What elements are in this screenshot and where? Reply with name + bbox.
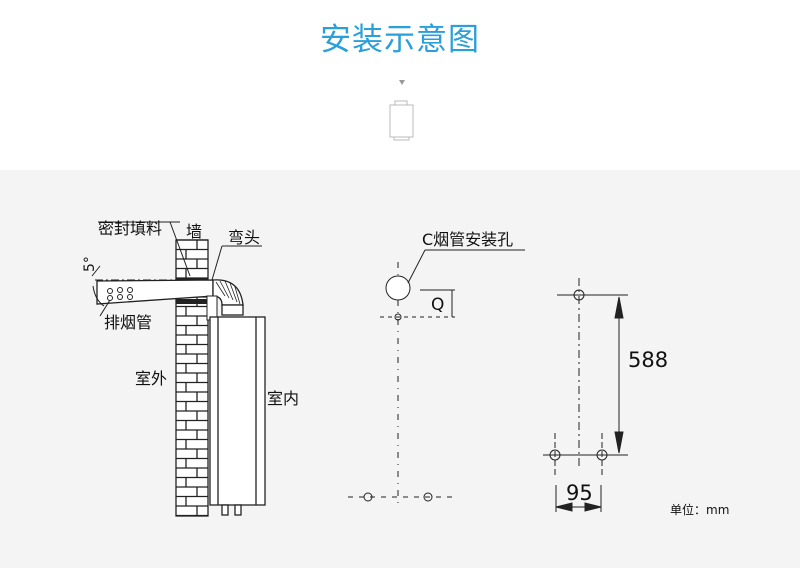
label-sealant: 密封填料 — [98, 219, 162, 238]
heater-icon — [389, 100, 414, 141]
sealant-bottom — [176, 299, 208, 304]
header-section: 安装示意图 — [0, 0, 800, 170]
water-heater — [209, 316, 266, 516]
label-flue-hole: C烟管安装孔 — [422, 230, 513, 249]
label-indoor: 室内 — [267, 389, 299, 408]
flue-hole-layout — [348, 249, 525, 505]
unit-label: 单位：mm — [670, 502, 729, 517]
page-title: 安装示意图 — [320, 22, 480, 58]
label-q: Q — [431, 295, 444, 315]
label-elbow: 弯头 — [228, 228, 260, 247]
dim-width: 95 — [566, 481, 593, 505]
dim-height: 588 — [628, 348, 668, 372]
label-angle: 5° — [82, 256, 98, 272]
triangle-down-icon — [399, 80, 405, 85]
label-wall: 墙 — [186, 222, 202, 241]
label-flue-pipe: 排烟管 — [104, 313, 152, 332]
label-outdoor: 室外 — [135, 369, 167, 388]
mounting-hole-layout — [543, 278, 628, 512]
diagram-panel — [0, 170, 800, 568]
